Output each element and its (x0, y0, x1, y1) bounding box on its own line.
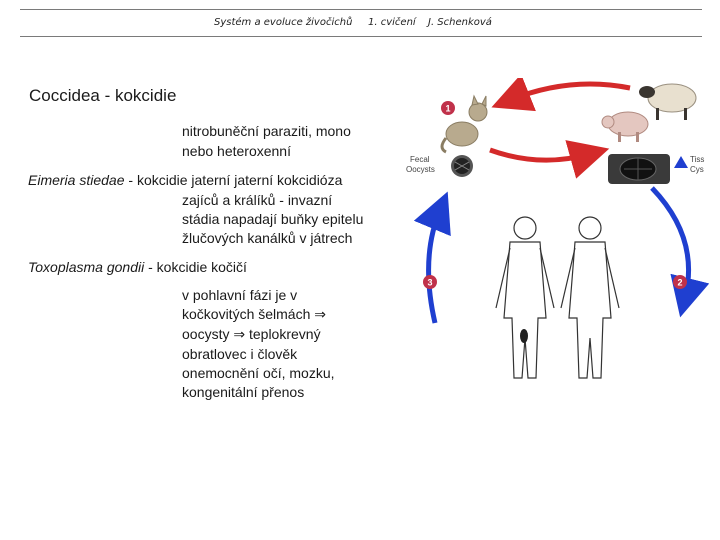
toxo-line-2: kočkovitých šelmách ⇒ (182, 304, 326, 324)
toxoplasma-heading: Toxoplasma gondii - kokcidie kočičí (28, 257, 247, 277)
header-top-rule (20, 9, 702, 10)
human-figure-right-icon (560, 216, 620, 379)
slide-title: Coccidea - kokcidie (29, 86, 177, 105)
step-badge-3: 3 (423, 275, 437, 289)
intro-line-2: nebo heteroxenní (182, 143, 291, 159)
warning-icon (674, 156, 688, 168)
header-author: J. Schenková (428, 17, 492, 28)
fecal-label-1: Fecal (410, 155, 430, 164)
step-badge-1: 1 (441, 101, 455, 115)
eimeria-disease: jaterní kokcidióza (234, 172, 343, 188)
step-number-2: 2 (678, 278, 683, 288)
eimeria-suffix: - kokcidie jaterní (124, 172, 231, 188)
tissue-cyst-icon (608, 154, 670, 184)
header-bottom-rule (20, 36, 702, 37)
toxo-line-3b: teplokrevný (248, 326, 321, 342)
toxo-line-2-text: kočkovitých šelmách (182, 306, 311, 322)
fecal-oocyst-icon (451, 155, 473, 177)
blue-arrow-right (650, 186, 710, 318)
step-number-1: 1 (446, 104, 451, 114)
toxoplasma-suffix: - kokcidie kočičí (144, 259, 247, 275)
tissue-label-2: Cys (690, 165, 704, 174)
fecal-label-2: Oocysts (406, 165, 435, 174)
tissue-label-1: Tiss (690, 155, 704, 164)
toxo-line-6: kongenitální přenos (182, 384, 305, 400)
toxo-line-5: onemocnění očí, mozku, (182, 365, 335, 381)
header-course: Systém a evoluce živočichů (214, 17, 353, 28)
intro-line-1: nitrobuněční paraziti, mono (182, 123, 351, 139)
sheep-icon (639, 83, 697, 120)
step-badge-2: 2 (673, 275, 687, 289)
toxo-line-3a: oocysty (182, 326, 230, 342)
red-arrow-middle (489, 140, 610, 179)
toxoplasma-life-cycle-diagram: Fecal Oocysts Tiss Cys 1 2 3 (406, 78, 710, 379)
eimeria-line-3: žlučových kanálků v játrech (182, 230, 353, 246)
header-exercise: 1. cvičení (368, 17, 416, 28)
step-number-3: 3 (428, 278, 433, 288)
toxoplasma-name: Toxoplasma gondii (28, 259, 145, 275)
eimeria-name: Eimeria stiedae (28, 172, 125, 188)
eimeria-line-2: stádia napadají buňky epitelu (182, 211, 364, 227)
human-figure-left-icon (495, 216, 555, 379)
blue-arrow-left (413, 191, 451, 324)
organ-icon (520, 329, 528, 343)
implies-arrow-icon: ⇒ (314, 306, 327, 322)
toxo-line-1: v pohlavní fázi je v (182, 287, 298, 303)
eimeria-heading: Eimeria stiedae - kokcidie jaterní jater… (28, 170, 342, 190)
toxo-line-3: oocysty ⇒ teplokrevný (182, 324, 321, 344)
red-arrow-top (491, 78, 631, 112)
eimeria-line-1: zajíců a králíků - invazní (182, 192, 333, 208)
toxo-line-4: obratlovec i člověk (182, 346, 298, 362)
implies-arrow-icon: ⇒ (233, 326, 246, 342)
pig-icon (601, 111, 649, 142)
cat-icon (440, 94, 488, 154)
